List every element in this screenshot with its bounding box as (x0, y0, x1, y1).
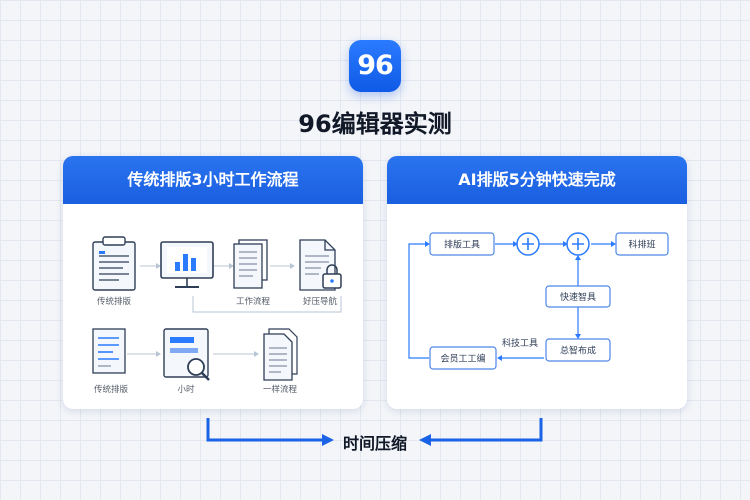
traditional-workflow-header: 传统排版3小时工作流程 (63, 156, 363, 204)
flow-node-schedule: 科排班 (615, 232, 669, 256)
step-label: 传统排版 (94, 384, 129, 395)
flow-node-label: 总智布成 (560, 345, 596, 357)
monitor-chart-icon (160, 241, 214, 288)
left-arrowhead (419, 434, 431, 446)
flow-node-tools: 排版工具 (429, 232, 495, 256)
ai-workflow-diagram: 排版工具 科排班 快速智具 总智布成 会员工工编 科技工具 (408, 232, 669, 370)
plus-circle-icon (516, 232, 540, 256)
documents-icon (233, 239, 268, 289)
flow-node-label: 科排班 (628, 239, 655, 251)
traditional-workflow-diagram: 传统排版 工作流程 好压导航 传统排版 小时 一样流程 (92, 236, 342, 395)
right-bracket-arrow (428, 418, 543, 442)
flow-node-quick: 快速智具 (545, 285, 611, 308)
page-title: 96编辑器实测 (298, 110, 452, 138)
stacked-pages-icon (263, 328, 298, 381)
plus-circle-icon (566, 232, 590, 256)
workflow-arrowheads (156, 263, 295, 357)
flow-node-label: 排版工具 (444, 239, 480, 251)
flow-connectors (408, 243, 611, 359)
step-label: 传统排版 (97, 296, 132, 307)
locked-document-icon (299, 239, 342, 291)
traditional-workflow-card: 传统排版3小时工作流程 (63, 156, 363, 409)
flow-node-label: 会员工工编 (440, 353, 485, 365)
edge-label: 科技工具 (502, 337, 538, 349)
search-document-icon (163, 328, 210, 381)
flow-node-member: 会员工工编 (429, 346, 497, 370)
app-logo: 96 (349, 40, 401, 92)
time-compression-label: 时间压缩 (342, 434, 407, 453)
clipboard-icon (92, 236, 136, 291)
text-document-icon (92, 328, 126, 374)
left-bracket-arrow (206, 418, 325, 442)
workflow-connectors (127, 265, 342, 355)
time-compression-arrows (206, 418, 543, 446)
ai-workflow-card: AI排版5分钟快速完成 排版工具 (387, 156, 687, 409)
flow-node-label: 快速智具 (560, 291, 596, 303)
step-label: 小时 (177, 384, 195, 395)
right-arrowhead (322, 434, 334, 446)
step-label: 一样流程 (263, 384, 298, 395)
flow-node-complete: 总智布成 (545, 338, 611, 362)
ai-workflow-header: AI排版5分钟快速完成 (387, 156, 687, 204)
step-label: 好压导航 (303, 296, 338, 307)
step-label: 工作流程 (236, 296, 271, 307)
flow-arrowheads (425, 241, 616, 361)
